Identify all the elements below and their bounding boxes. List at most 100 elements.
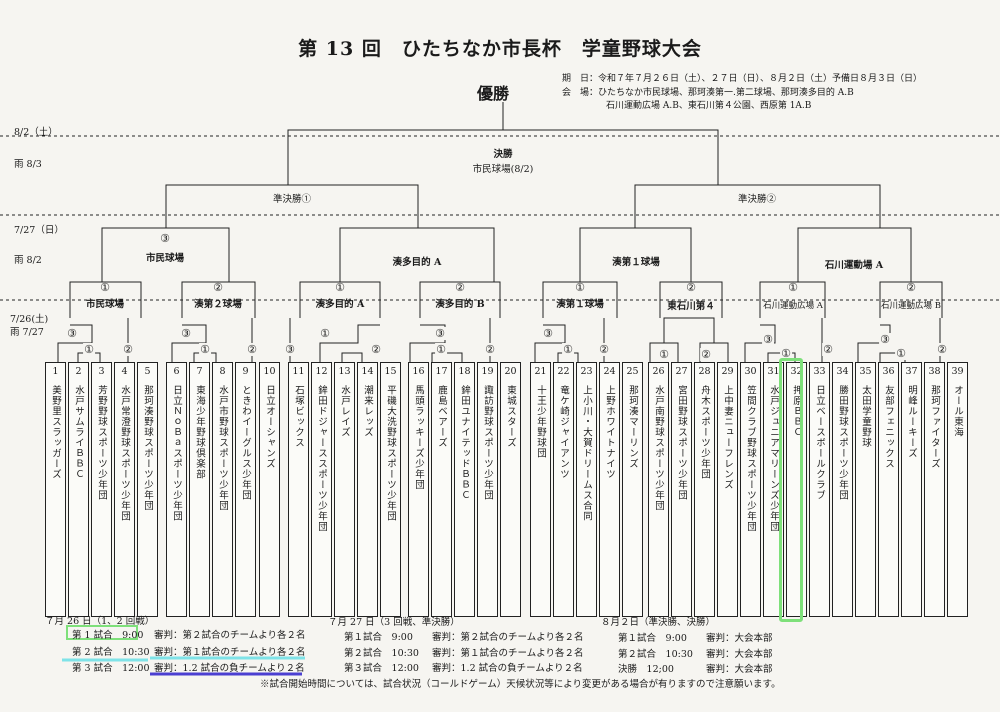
round-marker: ①	[780, 347, 792, 360]
team-box: 35 太田学童野球	[855, 362, 876, 617]
group-8-venue: 石川運動広場 B	[881, 301, 941, 311]
schedule-game: 第２試合	[344, 648, 383, 659]
schedule-time: 9:00	[122, 630, 144, 641]
quarter-4-box	[797, 227, 912, 282]
schedule-game: 第１試合	[344, 632, 383, 643]
schedule-2-row-3: 第３試合 12:00	[344, 660, 419, 674]
group-6-circle: ②	[686, 281, 696, 294]
side-label-first-date: 7/26(土)	[10, 314, 49, 325]
team-name: 水戸常澄野球スポーツ少年団	[119, 385, 130, 522]
team-number: 38	[928, 366, 941, 377]
quarter-3-box	[579, 227, 692, 282]
team-number: 12	[315, 366, 328, 377]
round-marker: ③	[879, 333, 891, 346]
schedule-2-ref-3: 審判：1.2 試合の負チームより２名	[432, 663, 583, 674]
schedule-time: 12:00	[391, 663, 419, 674]
schedule-3-row-2: 第２試合 10:30	[618, 646, 693, 660]
team-name: 潮来レッズ	[362, 385, 373, 438]
group-5-box	[542, 281, 618, 318]
schedule-1-heading: ７月 26 日（1、2 回戦）	[45, 616, 155, 627]
team-name: 宮田野球スポーツ少年団	[676, 385, 687, 501]
team-number: 24	[603, 366, 616, 377]
side-label-first-rain: 雨 7/27	[10, 327, 44, 338]
schedule-2-row-1: 第１試合 9:00	[344, 629, 413, 643]
quarter-2-box	[339, 227, 495, 282]
team-name: 諏訪野球スポーツ少年団	[482, 385, 493, 501]
round-marker: ②	[484, 343, 496, 356]
team-name: 舟木スポーツ少年団	[699, 385, 710, 480]
schedule-2-ref-1: 審判：第２試合のチームより各２名	[432, 632, 584, 643]
schedule-note: ※試合開始時間については、試合状況（コールドゲーム）天候状況等により変更がある場…	[260, 679, 781, 690]
team-box: 19 諏訪野球スポーツ少年団	[477, 362, 498, 617]
team-number: 39	[951, 366, 964, 377]
team-name: 日立オーシャンズ	[264, 385, 275, 469]
round-marker: ①	[895, 347, 907, 360]
team-name: 太田学童野球	[860, 385, 871, 448]
team-number: 19	[481, 366, 494, 377]
schedule-1-row-2: 第 2 試合 10:30	[72, 644, 150, 658]
team-name: 水戸市野球スポーツ少年団	[217, 385, 228, 511]
group-6-box	[659, 281, 723, 318]
round-marker: ②	[700, 348, 712, 361]
team-name: 芳野野球スポーツ少年団	[96, 385, 107, 501]
group-5-circle: ①	[575, 281, 585, 294]
round-marker: ①	[658, 348, 670, 361]
team-number: 28	[698, 366, 711, 377]
team-number: 14	[361, 366, 374, 377]
schedule-game: 第３試合	[344, 663, 383, 674]
round-marker: ①	[199, 343, 211, 356]
round-marker: ③	[180, 327, 192, 340]
final-title: 決勝	[493, 149, 513, 160]
group-1-box	[69, 281, 142, 318]
round-marker: ②	[122, 343, 134, 356]
team-number: 33	[813, 366, 826, 377]
group-8-box	[879, 281, 943, 318]
semi-2-label: 準決勝②	[737, 194, 777, 205]
team-number: 2	[75, 366, 82, 377]
team-name: 鉾田ドジャーススポーツ少年団	[316, 385, 327, 532]
team-name: 石塚ビックス	[293, 385, 304, 448]
round-marker: ③	[66, 327, 78, 340]
team-name: 馬頭ラッキーズ少年団	[413, 385, 424, 490]
schedule-1-row-3: 第 3 試合 12:00	[72, 660, 150, 674]
team-name: 水戸南野球スポーツ少年団	[653, 385, 664, 511]
g4-first-match	[431, 352, 463, 362]
g3-right-connector	[319, 324, 380, 362]
schedule-1-ref-2: 審判：第１試合のチームより各２名	[154, 647, 306, 658]
info-venue-line1: ひたちなか市民球場、那珂湊第一.第二球場、那珂湊多目的 A.B	[598, 88, 854, 98]
team-number: 36	[882, 366, 895, 377]
semi-1-box	[165, 184, 419, 228]
team-name: 押原ＢＢＣ	[791, 385, 802, 438]
team-number: 35	[859, 366, 872, 377]
quarter-1-venue: 市民球場	[145, 253, 185, 264]
team-name: 十王少年野球団	[535, 385, 546, 459]
group-7-venue: 石川運動広場 A	[763, 301, 823, 311]
team-number: 29	[721, 366, 734, 377]
team-box: 14 潮来レッズ	[357, 362, 378, 617]
info-venue-line2: 石川運動広場 A.B、東石川第４公園、西原第 1A.B	[606, 101, 812, 111]
team-number: 30	[744, 366, 757, 377]
team-name: 竜ケ崎ジャイアンツ	[558, 385, 569, 480]
quarter-3-venue: 湊第１球場	[612, 257, 660, 268]
round-marker: ③	[284, 343, 296, 356]
g3-match	[341, 352, 363, 362]
team-name: ときわイーグルス少年団	[240, 385, 251, 501]
info-date-text: 令和７年７月２６日（土）、２７日（日）、８月２日（土）予備日８月３日（日）	[598, 74, 923, 84]
team-number: 23	[580, 366, 593, 377]
round-marker: ①	[435, 343, 447, 356]
team-name: 美野里スラッガーズ	[50, 385, 61, 480]
schedule-2-heading: ７月 27 日（3 回戦、準決勝）	[328, 617, 460, 628]
group-3-box	[299, 281, 381, 318]
